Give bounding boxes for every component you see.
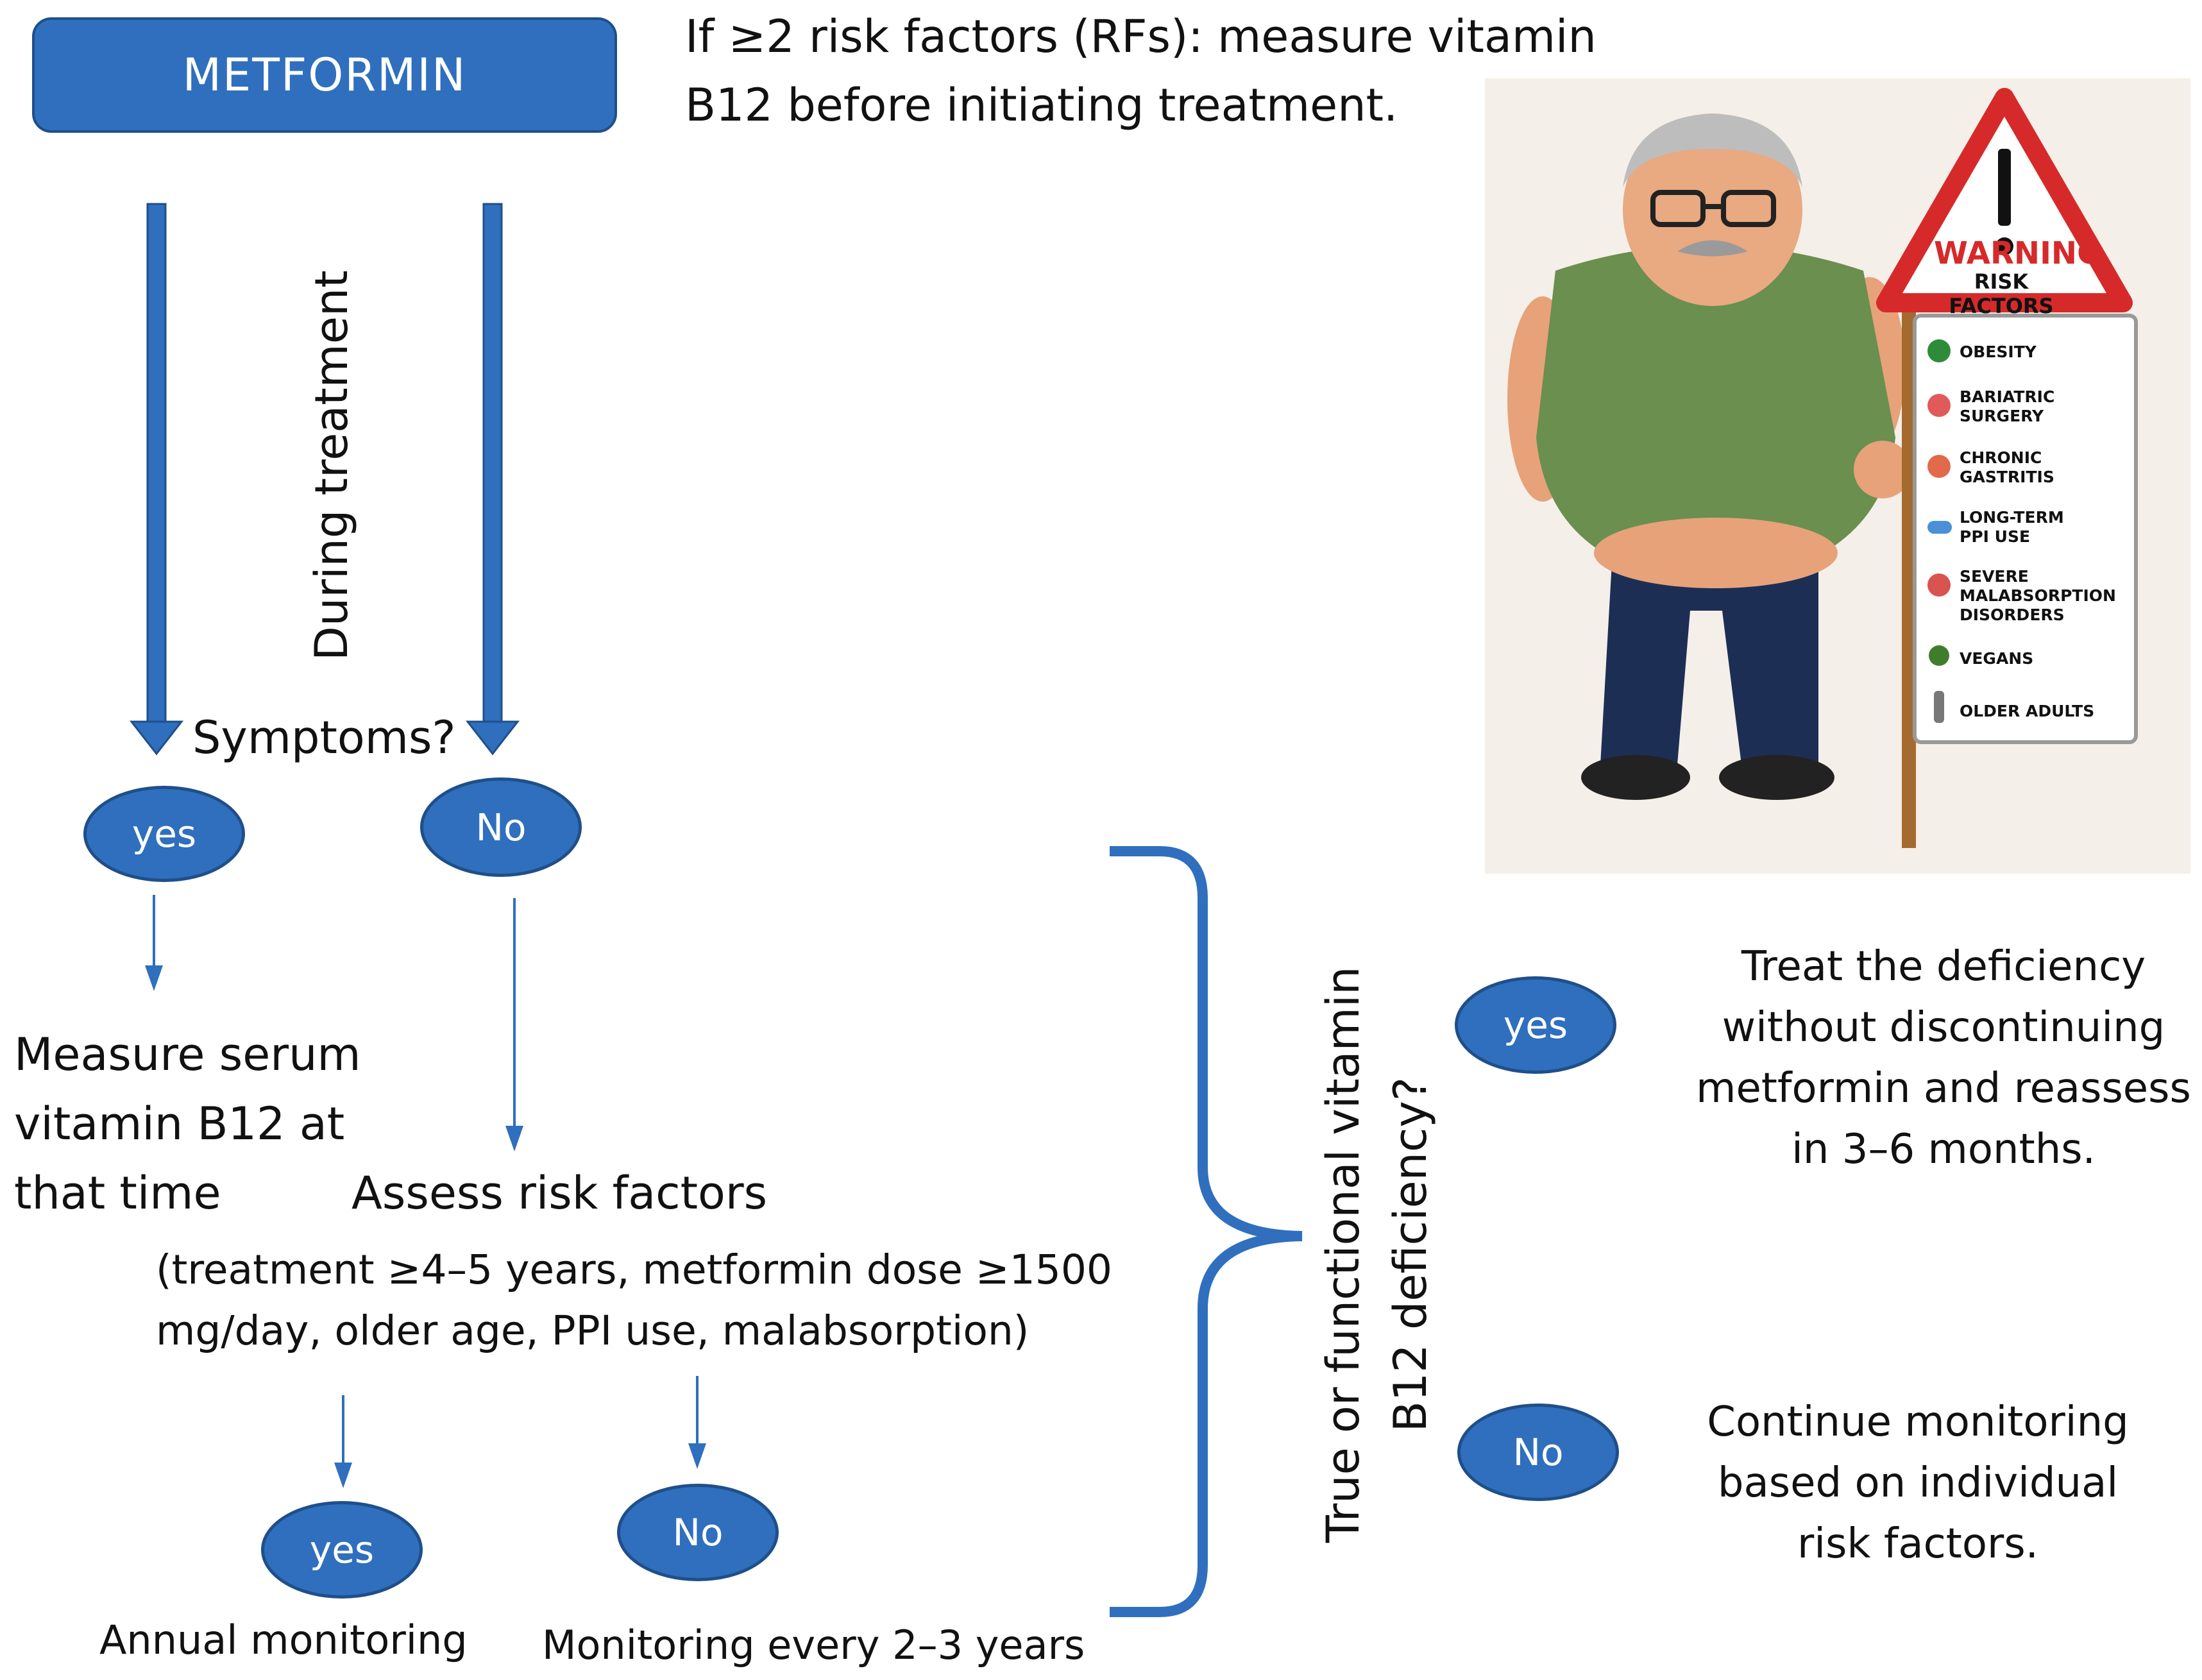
top-note-line-1: If ≥2 risk factors (RFs): measure vitami… <box>685 10 1596 63</box>
continue-line-3: risk factors. <box>1797 1520 2039 1568</box>
no-oval-risk: No <box>617 1484 779 1581</box>
warning-title: WARNING <box>1934 235 2103 271</box>
monitoring-2-3-years-text: Monitoring every 2–3 years <box>542 1622 1085 1668</box>
sign-item: VEGANS <box>1960 649 2034 668</box>
arrow-to-annual-yes <box>334 1395 352 1488</box>
measure-line-3: that time <box>14 1167 221 1219</box>
measure-line-2: vitamin B12 at <box>14 1098 345 1150</box>
arrow-yes-to-measure <box>145 895 163 991</box>
thick-arrow-right <box>465 203 520 756</box>
assess-detail-line-1: (treatment ≥4–5 years, metformin dose ≥1… <box>156 1246 1112 1293</box>
top-note-line-2: B12 before initiating treatment. <box>685 79 1398 132</box>
no-oval-deficiency: No <box>1457 1404 1619 1501</box>
symptoms-question: Symptoms? <box>192 711 456 764</box>
assess-detail-line-2: mg/day, older age, PPI use, malabsorptio… <box>156 1307 1029 1354</box>
treat-line-1: Treat the deficiency <box>1741 943 2146 990</box>
sign-item: OLDER ADULTS <box>1960 702 2095 720</box>
treat-line-2: without discontinuing <box>1722 1004 2165 1051</box>
thick-arrow-left <box>129 203 184 756</box>
deficiency-line-1: True or functional vitamin <box>1317 966 1369 1543</box>
arrow-to-23-no <box>688 1376 706 1469</box>
sign-item: SEVERE MALABSORPTION DISORDERS <box>1960 567 2116 624</box>
continue-line-2: based on individual <box>1717 1459 2119 1507</box>
metformin-box: METFORMIN <box>32 17 617 133</box>
sign-item: OBESITY <box>1960 343 2037 361</box>
annual-monitoring-text: Annual monitoring <box>99 1616 468 1663</box>
deficiency-line-2: B12 deficiency? <box>1384 1077 1437 1432</box>
measure-line-1: Measure serum <box>14 1028 361 1081</box>
yes-oval-symptoms: yes <box>83 786 245 882</box>
continue-monitoring-text: Continue monitoring based on individual … <box>1623 1392 2202 1575</box>
treat-line-3: metformin and reassess <box>1696 1065 2191 1112</box>
sign-item: CHRONIC GASTRITIS <box>1960 448 2054 486</box>
sign-item: LONG-TERM PPI USE <box>1960 508 2064 546</box>
assess-risk-factors-title: Assess risk factors <box>351 1167 768 1219</box>
no-oval-symptoms: No <box>420 777 582 877</box>
curly-brace <box>1110 846 1303 1617</box>
risk-factors-illustration: WARNING RISK FACTORS OBESITY BARIATRIC S… <box>1485 78 2190 874</box>
assess-risk-factors-detail: (treatment ≥4–5 years, metformin dose ≥1… <box>156 1239 1112 1361</box>
treat-line-4: in 3–6 months. <box>1791 1126 2096 1173</box>
sign-item: BARIATRIC SURGERY <box>1960 387 2055 425</box>
person-figure <box>1507 88 2138 848</box>
deficiency-question: True or functional vitamin B12 deficienc… <box>1310 966 1444 1543</box>
arrow-no-to-assess <box>505 898 523 1151</box>
during-treatment-label: During treatment <box>305 270 358 661</box>
treat-deficiency-text: Treat the deficiency without discontinui… <box>1642 937 2202 1180</box>
yes-oval-deficiency: yes <box>1455 976 1616 1074</box>
warning-subtitle: RISK FACTORS <box>1949 269 2054 318</box>
yes-oval-risk: yes <box>261 1501 423 1599</box>
continue-line-1: Continue monitoring <box>1707 1398 2129 1446</box>
measure-serum-text: Measure serum vitamin B12 at that time <box>14 1020 361 1228</box>
